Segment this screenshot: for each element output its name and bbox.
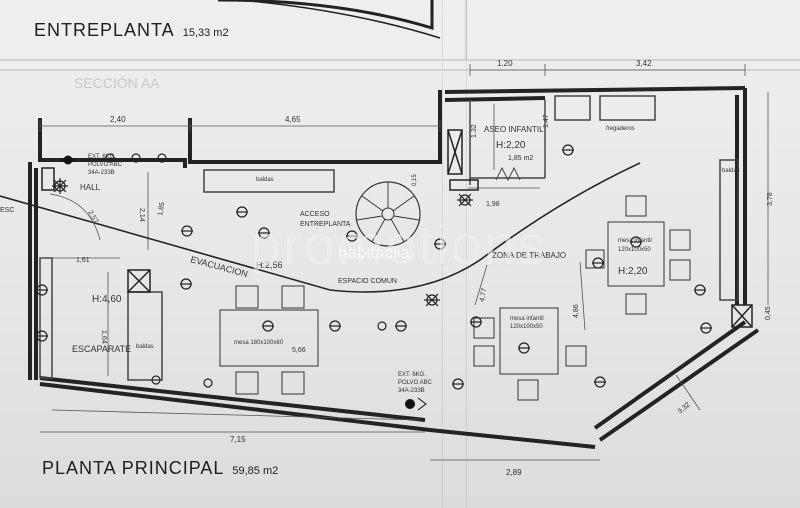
dim-198: 1,98	[486, 201, 500, 208]
dim-332: 3,32	[677, 401, 692, 415]
dim-240: 2,40	[110, 115, 126, 124]
dimension-lines	[39, 64, 769, 461]
aseo-infantil-label: ASEO INFANTIL	[484, 125, 544, 134]
ext-top-line-2: POLVO ABC	[88, 162, 123, 168]
heater-icon	[495, 166, 521, 182]
height-256: H:2,56	[256, 260, 283, 270]
dim-esc: ESC	[0, 207, 14, 214]
dim-147: 1.47	[543, 114, 550, 128]
dim-161: 1,61	[76, 257, 90, 264]
dim-486: 4,86	[573, 304, 580, 318]
ext-top-line-3: 34A-233B	[88, 170, 115, 176]
upper-curved-wall-inner	[239, 0, 441, 39]
dim-378: 3,78	[767, 192, 774, 206]
mesa-grande	[219, 309, 319, 367]
dim-045: 0,45	[765, 306, 772, 320]
baldas-left-label: baldas	[136, 344, 154, 350]
furniture	[219, 195, 691, 401]
mesa-infantil-1	[499, 307, 559, 375]
mesa-infantil-1-label-b: 120x100x50	[510, 324, 543, 330]
dim-164: 1,64	[100, 330, 107, 344]
light-fixtures	[36, 144, 712, 390]
dim-465: 4,65	[285, 115, 301, 124]
acceso-label-1: ACCESO	[300, 211, 330, 218]
cross-boxes	[41, 129, 753, 328]
dim-185m2: 1,85 m2	[508, 155, 533, 162]
escaparate-label: ESCAPARATE	[72, 344, 131, 354]
dim-566: 5,66	[292, 347, 306, 354]
dim-257: 2,57	[86, 210, 99, 225]
main-walls	[28, 86, 760, 449]
extinguisher-arrow-icon	[417, 397, 427, 411]
mesa-grande-label: mesa 180x100x80	[234, 340, 284, 346]
planta-principal-title: PLANTA PRINCIPAL	[42, 458, 225, 478]
height-460: H:4,60	[92, 294, 122, 305]
watermark-text: promotions	[250, 213, 548, 276]
mesa-infantil-1-label-a: mesa infantil	[510, 316, 544, 322]
paper-fold	[466, 0, 467, 508]
ext-bottom-line-3: 34A-233B	[398, 388, 425, 394]
upper-curved-wall	[217, 0, 434, 31]
section-title: SECCIÓN AA	[74, 75, 160, 91]
entreplanta-heading: ENTREPLANTA 15,33 m2	[34, 20, 229, 41]
baldas-top-label: baldas	[256, 177, 274, 183]
planta-principal-heading: PLANTA PRINCIPAL 59,85 m2	[42, 458, 278, 479]
acceso-label-2: ENTREPLANTA	[300, 221, 351, 228]
ext-bottom-line-2: POLVO ABC	[398, 380, 433, 386]
entreplanta-title: ENTREPLANTA	[34, 20, 175, 40]
baldas-right-label: baldas	[722, 168, 740, 174]
ext-bottom-line-1: EXT. 6KG.	[398, 372, 426, 378]
dim-185: 1,85	[157, 202, 166, 217]
evacuation-route-line	[0, 162, 641, 293]
dim-214: 2,14	[138, 208, 145, 222]
dim-132: 1.32	[471, 124, 478, 138]
mesa-infantil-2-label-a: mesa infantil	[618, 238, 652, 244]
dim-477: 4,77	[479, 288, 488, 303]
spiral-staircase	[355, 181, 421, 247]
zona-trabajo-label: ZONA DE TRABAJO	[492, 251, 566, 260]
watermark-subtext: habitaclia	[338, 243, 410, 262]
height-220-zona: H:2,20	[618, 266, 648, 277]
hall-label: HALL	[80, 183, 101, 192]
height-220-aseo: H:2,20	[496, 140, 526, 151]
espacio-comun-label: ESPACIO COMUN	[338, 278, 397, 285]
door-swing-icon	[49, 193, 101, 241]
fregaderos-label: fregaderos	[606, 126, 635, 132]
mesa-infantil-2-label-b: 120x100x50	[618, 247, 651, 253]
dim-342: 3,42	[636, 59, 652, 68]
dim-015: 0,15	[412, 174, 418, 186]
dim-289: 2,89	[506, 468, 522, 477]
entreplanta-area: 15,33 m2	[182, 27, 229, 39]
ext-top-line-1: EXT. 6KG.	[88, 154, 116, 160]
dim-120: 1.20	[497, 59, 513, 68]
mesa-infantil-2	[607, 221, 665, 287]
extinguisher-icon	[405, 399, 415, 409]
paper-fold	[442, 0, 443, 508]
planta-principal-area: 59,85 m2	[232, 465, 279, 477]
extinguisher-icon	[63, 155, 73, 165]
dim-715: 7,15	[230, 435, 246, 444]
